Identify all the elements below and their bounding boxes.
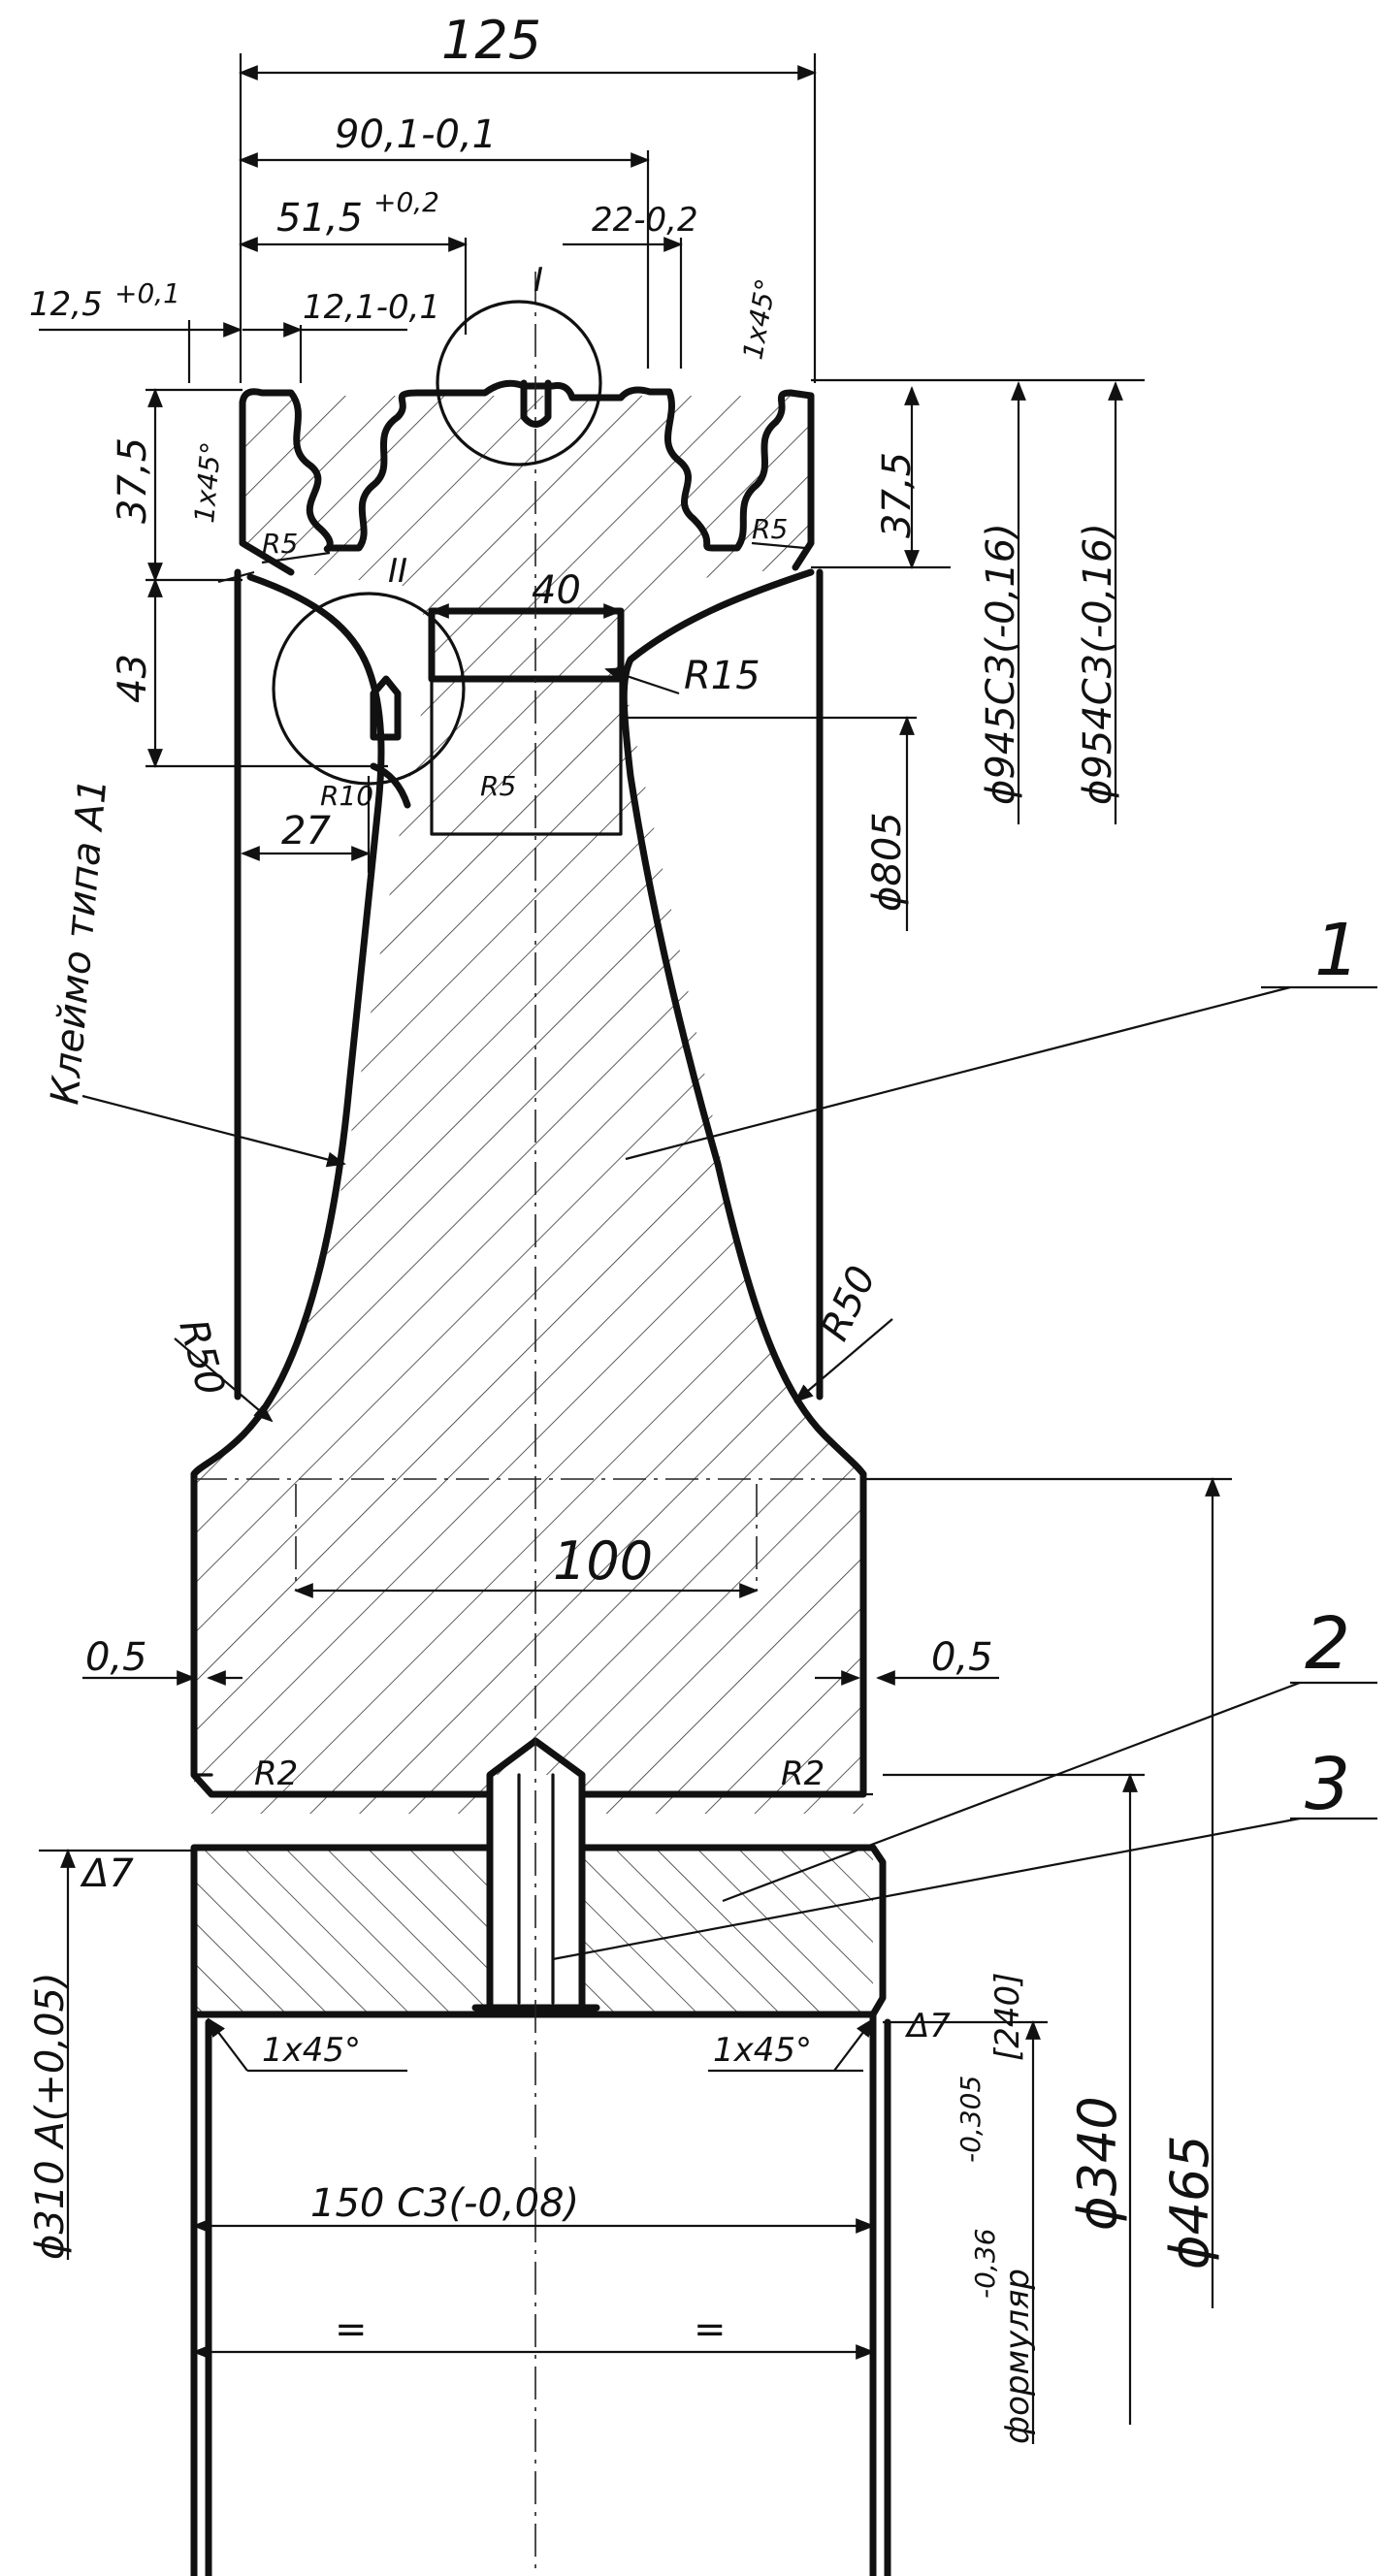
root-left-flank xyxy=(239,399,295,576)
dim-05-right: 0,5 xyxy=(931,1635,993,1680)
detail-circle-1 xyxy=(436,300,602,467)
weld-note: Клеймо типа A1 xyxy=(43,777,115,1107)
fir-tree-root-outline xyxy=(239,379,815,553)
dim-51-tol: +0,2 xyxy=(373,186,439,218)
r10-arc xyxy=(370,762,411,809)
dim-22: 22-0,2 xyxy=(592,201,698,240)
view-1-label: I xyxy=(534,261,543,300)
radius-r15: R15 xyxy=(684,654,760,698)
chamfer-bot-left: 1x45° xyxy=(262,2031,361,2070)
neck-lower-block xyxy=(430,677,623,836)
radius-r50-left: R50 xyxy=(170,1315,233,1401)
dim-40: 40 xyxy=(532,568,581,613)
part-callouts: 1 2 3 xyxy=(1305,909,1360,1826)
dim-37-right: 37,5 xyxy=(875,452,920,538)
dim-310: ϕ310 A(+0,05) xyxy=(28,1972,73,2260)
radius-r2-left: R2 xyxy=(254,1755,298,1793)
dim-05-left: 0,5 xyxy=(85,1635,147,1680)
radius-r5-left: R5 xyxy=(262,528,298,560)
dim-945: ϕ945C3(-0,16) xyxy=(979,523,1023,805)
dim-43: 43 xyxy=(111,654,155,703)
dim-954: ϕ954C3(-0,16) xyxy=(1076,523,1120,805)
radius-r10: R10 xyxy=(320,780,373,812)
lower-shaft xyxy=(190,2011,891,2576)
root-and-neck-section xyxy=(194,396,863,1814)
tol-36: -0,36 xyxy=(969,2229,1001,2299)
outer-contour-lines xyxy=(234,568,824,1401)
chamfer-left: 1x45° xyxy=(188,440,227,525)
chamfer-top: 1x45° xyxy=(736,276,782,362)
slot-detail-1 xyxy=(520,379,552,428)
delta-left: Δ7 xyxy=(80,1852,134,1896)
dim-100: 100 xyxy=(553,1530,653,1592)
dim-805: ϕ805 xyxy=(865,812,910,912)
eq-left: = xyxy=(335,2307,368,2352)
dim-51: 51,5 xyxy=(276,196,363,241)
dim-37-left: 37,5 xyxy=(111,437,155,524)
callout-3: 3 xyxy=(1305,1743,1350,1826)
part-1-body xyxy=(190,379,867,1814)
view-2-label: II xyxy=(388,552,407,591)
root-right-flank xyxy=(792,392,815,571)
bracket-240: [240] xyxy=(988,1973,1027,2061)
callout-2: 2 xyxy=(1305,1602,1350,1686)
radius-r5-mid: R5 xyxy=(480,770,516,802)
dim-340: ϕ340 xyxy=(1067,2096,1128,2231)
dim-125: 125 xyxy=(441,10,541,71)
eq-right: = xyxy=(694,2307,727,2352)
dimension-texts: 125 90,1-0,1 51,5 +0,2 22-0,2 12,5 +0,1 … xyxy=(28,10,1220,2444)
chamfer-bot-right: 1x45° xyxy=(713,2031,812,2070)
callout-1: 1 xyxy=(1314,909,1360,992)
radius-r2-right: R2 xyxy=(781,1755,825,1793)
leader-lines xyxy=(81,541,1377,1961)
radius-r5-right: R5 xyxy=(752,513,788,545)
tol-305: -0,305 xyxy=(954,2076,987,2163)
neck-right-profile xyxy=(620,568,867,1478)
delta-right: Δ7 xyxy=(904,2007,951,2045)
formulyar: формуляр xyxy=(998,2269,1037,2444)
dimension-lines xyxy=(39,53,1232,2444)
dim-465: ϕ465 xyxy=(1159,2135,1220,2270)
dim-27: 27 xyxy=(281,809,331,853)
dim-12-5-tol: +0,1 xyxy=(114,277,180,309)
dim-12-1: 12,1-0,1 xyxy=(303,288,440,327)
dim-12-5: 12,5 xyxy=(29,285,103,324)
dim-90: 90,1-0,1 xyxy=(335,113,497,157)
slot-detail-2 xyxy=(370,675,402,741)
dim-150: 150 C3(-0,08) xyxy=(310,2181,579,2226)
